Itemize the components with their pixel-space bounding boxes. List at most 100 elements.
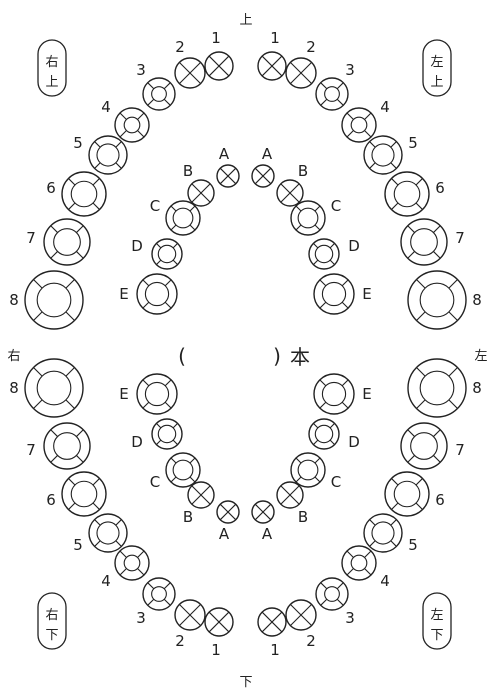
label-upper-left-permanent-7: 7 xyxy=(455,229,465,247)
tooth-upper-right-permanent-7[interactable] xyxy=(44,219,90,265)
count-close-paren: ) xyxy=(273,344,281,368)
label-lower-right-permanent-8: 8 xyxy=(9,379,19,397)
quadrant-lower-right: 右 下 xyxy=(38,593,66,649)
tooth-upper-left-permanent-8[interactable] xyxy=(408,271,466,329)
tooth-upper-right-permanent-3[interactable] xyxy=(143,78,175,110)
tooth-upper-left-permanent-5[interactable] xyxy=(364,136,402,174)
tooth-lower-left-permanent-5[interactable] xyxy=(364,514,402,552)
label-upper-right-primary-B: B xyxy=(183,162,193,180)
tooth-lower-right-primary-C[interactable] xyxy=(166,453,200,487)
tooth-upper-right-permanent-8[interactable] xyxy=(25,271,83,329)
label-upper-left-permanent-8: 8 xyxy=(472,291,482,309)
tooth-upper-left-permanent-2[interactable] xyxy=(286,58,316,88)
tooth-lower-left-permanent-2[interactable] xyxy=(286,600,316,630)
tooth-lower-left-primary-C[interactable] xyxy=(291,453,325,487)
tooth-lower-right-permanent-4[interactable] xyxy=(115,546,149,580)
label-lower-left-permanent-6: 6 xyxy=(435,491,445,509)
label-upper-left-primary-B: B xyxy=(298,162,308,180)
tooth-upper-left-primary-C[interactable] xyxy=(291,201,325,235)
label-upper-right-permanent-5: 5 xyxy=(73,134,83,152)
label-lower-left-primary-D: D xyxy=(348,433,360,451)
label-lower-right-primary-E: E xyxy=(119,385,128,403)
label-lower-left-primary-B: B xyxy=(298,508,308,526)
label-upper-left-permanent-5: 5 xyxy=(408,134,418,152)
upper-label: 上 xyxy=(239,13,252,28)
label-lower-left-primary-A: A xyxy=(262,525,273,543)
tooth-upper-right-permanent-6[interactable] xyxy=(62,172,106,216)
label-lower-right-primary-D: D xyxy=(131,433,143,451)
label-lower-left-permanent-7: 7 xyxy=(455,441,465,459)
tooth-upper-left-primary-D[interactable] xyxy=(309,239,339,269)
label-lower-right-permanent-5: 5 xyxy=(73,536,83,554)
count-unit: 本 xyxy=(290,345,310,369)
tooth-lower-right-permanent-3[interactable] xyxy=(143,578,175,610)
tooth-upper-left-permanent-6[interactable] xyxy=(385,172,429,216)
label-upper-left-permanent-4: 4 xyxy=(380,98,390,116)
label-lower-left-permanent-1: 1 xyxy=(270,641,280,659)
tooth-lower-left-permanent-3[interactable] xyxy=(316,578,348,610)
label-lower-right-primary-A: A xyxy=(219,525,230,543)
label-upper-right-primary-E: E xyxy=(119,285,128,303)
label-lower-left-primary-C: C xyxy=(331,473,341,491)
tooth-lower-right-primary-E[interactable] xyxy=(137,374,177,414)
tooth-upper-right-permanent-1[interactable] xyxy=(205,52,233,80)
label-upper-left-permanent-3: 3 xyxy=(345,61,355,79)
tooth-upper-left-primary-B[interactable] xyxy=(277,180,303,206)
tooth-lower-left-primary-B[interactable] xyxy=(277,482,303,508)
tooth-lower-left-permanent-8[interactable] xyxy=(408,359,466,417)
tooth-upper-right-permanent-4[interactable] xyxy=(115,108,149,142)
tooth-lower-right-permanent-5[interactable] xyxy=(89,514,127,552)
tooth-lower-right-primary-A[interactable] xyxy=(217,501,239,523)
tooth-lower-right-permanent-8[interactable] xyxy=(25,359,83,417)
right-side-label: 右 xyxy=(7,349,20,364)
left-side-label: 左 xyxy=(474,349,487,364)
label-upper-left-primary-E: E xyxy=(362,285,371,303)
label-lower-right-primary-B: B xyxy=(183,508,193,526)
label-lower-left-permanent-3: 3 xyxy=(345,609,355,627)
tooth-lower-left-primary-D[interactable] xyxy=(309,419,339,449)
tooth-upper-right-primary-C[interactable] xyxy=(166,201,200,235)
tooth-upper-left-permanent-4[interactable] xyxy=(342,108,376,142)
tooth-lower-right-permanent-7[interactable] xyxy=(44,423,90,469)
tooth-upper-right-primary-A[interactable] xyxy=(217,165,239,187)
tooth-upper-right-primary-E[interactable] xyxy=(137,274,177,314)
label-upper-left-primary-C: C xyxy=(331,197,341,215)
label-upper-right-permanent-4: 4 xyxy=(101,98,111,116)
label-upper-right-permanent-2: 2 xyxy=(175,38,185,56)
tooth-lower-left-primary-E[interactable] xyxy=(314,374,354,414)
tooth-upper-right-primary-D[interactable] xyxy=(152,239,182,269)
tooth-lower-right-permanent-2[interactable] xyxy=(175,600,205,630)
label-upper-right-permanent-1: 1 xyxy=(211,29,221,47)
tooth-upper-right-permanent-2[interactable] xyxy=(175,58,205,88)
tooth-lower-right-permanent-1[interactable] xyxy=(205,608,233,636)
label-lower-right-permanent-1: 1 xyxy=(211,641,221,659)
tooth-lower-right-permanent-6[interactable] xyxy=(62,472,106,516)
label-upper-right-permanent-6: 6 xyxy=(46,179,56,197)
tooth-lower-left-permanent-4[interactable] xyxy=(342,546,376,580)
tooth-lower-left-permanent-6[interactable] xyxy=(385,472,429,516)
quadrant-lower-left-side: 左 xyxy=(430,608,443,623)
tooth-upper-right-permanent-5[interactable] xyxy=(89,136,127,174)
tooth-upper-left-permanent-7[interactable] xyxy=(401,219,447,265)
tooth-lower-right-primary-D[interactable] xyxy=(152,419,182,449)
tooth-lower-left-permanent-1[interactable] xyxy=(258,608,286,636)
label-lower-left-permanent-5: 5 xyxy=(408,536,418,554)
label-upper-right-primary-C: C xyxy=(150,197,160,215)
quadrant-upper-right-side: 右 xyxy=(45,55,58,70)
tooth-upper-left-primary-A[interactable] xyxy=(252,165,274,187)
label-upper-right-permanent-7: 7 xyxy=(26,229,36,247)
tooth-lower-right-primary-B[interactable] xyxy=(188,482,214,508)
tooth-lower-left-primary-A[interactable] xyxy=(252,501,274,523)
label-lower-right-primary-C: C xyxy=(150,473,160,491)
tooth-upper-left-primary-E[interactable] xyxy=(314,274,354,314)
quadrant-lower-right-jaw: 下 xyxy=(45,628,58,643)
label-lower-right-permanent-3: 3 xyxy=(136,609,146,627)
label-upper-right-permanent-3: 3 xyxy=(136,61,146,79)
tooth-upper-left-permanent-1[interactable] xyxy=(258,52,286,80)
tooth-lower-left-permanent-7[interactable] xyxy=(401,423,447,469)
tooth-upper-right-primary-B[interactable] xyxy=(188,180,214,206)
label-upper-left-permanent-2: 2 xyxy=(306,38,316,56)
label-upper-left-permanent-1: 1 xyxy=(270,29,280,47)
tooth-upper-left-permanent-3[interactable] xyxy=(316,78,348,110)
